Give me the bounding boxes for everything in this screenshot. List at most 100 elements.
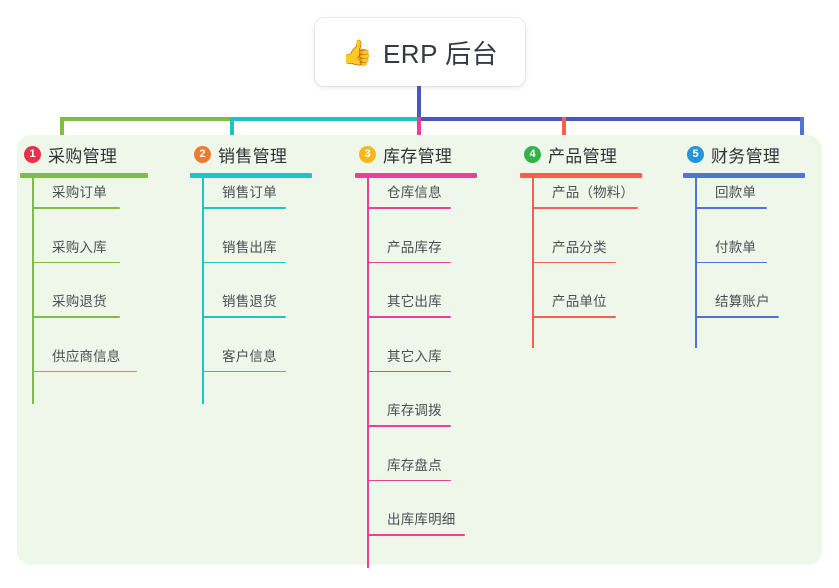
leaf-item-underline — [32, 207, 120, 209]
leaf-item[interactable]: 产品分类 — [532, 236, 616, 264]
branch-header-4[interactable]: 4 产品管理 — [520, 135, 617, 173]
leaf-item[interactable]: 客户信息 — [202, 345, 286, 373]
leaf-item-underline — [32, 261, 120, 264]
leaf-item-underline — [532, 207, 638, 209]
branch-column-1: 1 采购管理采购订单采购入库采购退货供应商信息 — [20, 135, 148, 404]
branch-underline-5 — [683, 173, 805, 178]
leaf-item-label: 采购退货 — [52, 294, 107, 309]
leaf-item[interactable]: 销售订单 — [202, 181, 286, 209]
leaf-item-underline — [695, 261, 767, 264]
leaf-item-label: 产品单位 — [552, 294, 607, 309]
branch-title-2: 销售管理 — [218, 146, 288, 166]
leaf-item[interactable]: 采购订单 — [32, 181, 120, 209]
connector-drop-2 — [230, 117, 234, 139]
leaf-item-underline — [532, 261, 616, 264]
leaf-item[interactable]: 销售退货 — [202, 290, 286, 318]
root-node-title: ERP 后台 — [382, 38, 499, 69]
leaf-item-underline — [367, 207, 451, 209]
branch-underline-1 — [20, 173, 148, 178]
leaf-item-label: 付款单 — [715, 239, 757, 255]
leaf-item[interactable]: 其它出库 — [367, 290, 451, 318]
leaf-item-label: 出库库明细 — [387, 512, 456, 527]
leaf-item[interactable]: 仓库信息 — [367, 181, 451, 209]
branch-badge-4: 4 — [524, 145, 541, 163]
leaf-item-underline — [367, 534, 465, 536]
branch-header-2[interactable]: 2 销售管理 — [190, 135, 287, 173]
leaf-item-underline — [367, 479, 451, 482]
branch-title-4: 产品管理 — [548, 146, 618, 166]
thumbs-up-icon: 👍 — [341, 38, 373, 67]
leaf-item-underline — [32, 316, 120, 318]
leaf-item-label: 产品（物料） — [552, 185, 635, 200]
leaf-item[interactable]: 付款单 — [695, 236, 767, 264]
branch-title-1: 采购管理 — [48, 146, 118, 166]
root-stem-connector — [417, 86, 421, 120]
leaf-item-underline — [367, 316, 451, 318]
leaf-item-label: 回款单 — [715, 185, 757, 200]
leaf-item-label: 客户信息 — [222, 348, 277, 364]
branches-panel: 1 采购管理采购订单采购入库采购退货供应商信息 2 销售管理销售订单销售出库销售退货客… — [17, 135, 822, 568]
leaf-item[interactable]: 产品（物料） — [532, 181, 638, 209]
leaf-item[interactable]: 结算账户 — [695, 290, 779, 318]
leaf-item-underline — [367, 370, 451, 373]
leaf-item-label: 库存调拨 — [387, 403, 442, 418]
branch-header-1[interactable]: 1 采购管理 — [20, 135, 117, 173]
branch-title-5: 财务管理 — [711, 146, 781, 166]
leaf-item-underline — [695, 316, 779, 318]
leaf-item[interactable]: 库存调拨 — [367, 399, 451, 427]
leaf-item-underline — [532, 316, 616, 318]
connector-segment-2 — [230, 117, 419, 121]
leaf-item-label: 采购订单 — [52, 185, 107, 200]
leaf-item-underline — [367, 261, 451, 264]
leaf-item-label: 仓库信息 — [387, 185, 442, 200]
leaf-item[interactable]: 销售出库 — [202, 236, 286, 264]
leaf-item-underline — [202, 316, 286, 318]
branch-badge-5: 5 — [687, 145, 704, 163]
leaf-item-label: 供应商信息 — [52, 348, 121, 364]
leaf-item[interactable]: 产品单位 — [532, 290, 616, 318]
connector-segment-4 — [419, 117, 802, 121]
leaf-item[interactable]: 产品库存 — [367, 236, 451, 264]
leaf-item[interactable]: 回款单 — [695, 181, 767, 209]
leaf-item[interactable]: 采购退货 — [32, 290, 120, 318]
leaf-item-label: 采购入库 — [52, 239, 107, 255]
leaf-item[interactable]: 其它入库 — [367, 345, 451, 373]
leaf-item-label: 销售出库 — [222, 239, 277, 255]
branch-spine-1 — [32, 176, 34, 404]
leaf-item-label: 产品库存 — [387, 239, 442, 255]
leaf-item-label: 其它出库 — [387, 294, 442, 309]
leaf-item[interactable]: 出库库明细 — [367, 508, 465, 536]
branch-underline-3 — [355, 173, 477, 178]
leaf-item[interactable]: 库存盘点 — [367, 454, 451, 482]
connector-drop-3 — [417, 117, 421, 139]
leaf-item-label: 销售退货 — [222, 294, 277, 309]
branch-badge-1: 1 — [24, 145, 41, 163]
connector-drop-4 — [562, 117, 566, 139]
leaf-item[interactable]: 供应商信息 — [32, 345, 137, 373]
leaf-item-underline — [367, 425, 451, 427]
branch-badge-2: 2 — [194, 145, 211, 163]
branch-underline-4 — [520, 173, 642, 178]
leaf-item-label: 产品分类 — [552, 239, 607, 255]
leaf-item-label: 库存盘点 — [387, 457, 442, 473]
branch-title-3: 库存管理 — [383, 146, 453, 166]
root-node-card[interactable]: 👍 ERP 后台 — [315, 18, 525, 86]
connector-segment-1 — [60, 117, 232, 121]
leaf-item-underline — [695, 207, 767, 209]
connector-drop-1 — [60, 117, 64, 139]
leaf-item-label: 销售订单 — [222, 185, 277, 200]
leaf-item-underline — [202, 207, 286, 209]
branch-spine-2 — [202, 176, 204, 404]
leaf-item-label: 其它入库 — [387, 348, 442, 364]
branch-column-5: 5 财务管理回款单付款单结算账户 — [683, 135, 805, 348]
connector-drop-5 — [800, 117, 804, 139]
branch-header-5[interactable]: 5 财务管理 — [683, 135, 780, 173]
leaf-item-label: 结算账户 — [715, 294, 770, 309]
leaf-item[interactable]: 采购入库 — [32, 236, 120, 264]
leaf-item-underline — [32, 370, 137, 373]
leaf-item-underline — [202, 370, 286, 373]
leaf-item-underline — [202, 261, 286, 264]
